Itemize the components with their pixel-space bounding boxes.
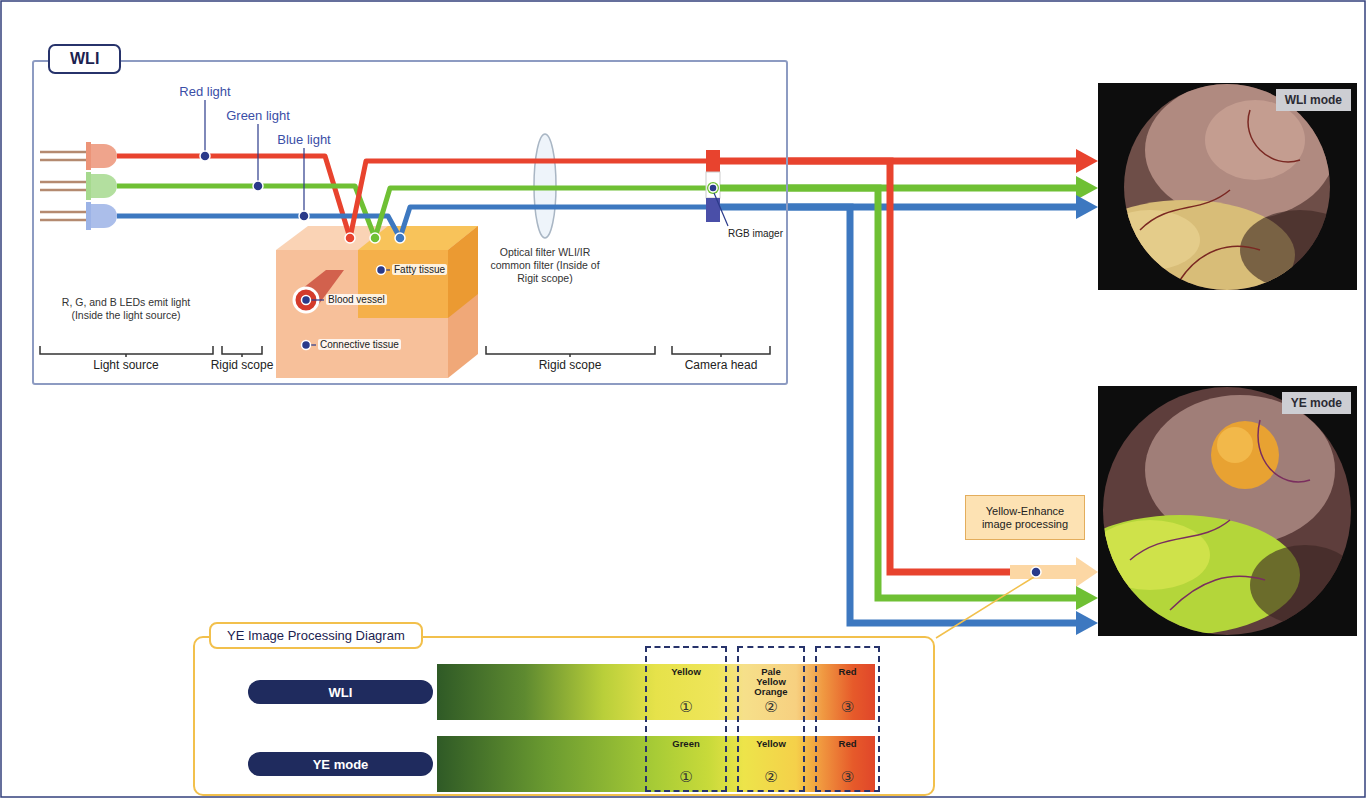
callout-leader <box>936 577 1034 638</box>
callout-number: ② <box>739 768 803 786</box>
color-range: Yellow ① Green ① <box>645 646 727 792</box>
callout-number: ① <box>647 768 725 786</box>
endoscope-image: YE mode <box>1098 386 1357 636</box>
color-name: Yellow <box>739 739 803 749</box>
led-symbols <box>40 142 117 230</box>
callout-number: ③ <box>817 768 878 786</box>
row-name: YE mode <box>313 757 369 772</box>
arrow-head <box>1076 586 1098 610</box>
tissue-label: Fatty tissue <box>392 264 447 275</box>
tissue-label: Connective tissue <box>318 339 401 350</box>
light-label: Blue light <box>264 132 344 147</box>
callout-dot <box>1031 567 1041 577</box>
callout-number: ① <box>647 698 725 716</box>
rgb-imager <box>706 150 720 222</box>
light-label: Green light <box>213 108 303 123</box>
arrow-head <box>1076 176 1098 200</box>
row-label: YE mode <box>248 752 433 776</box>
leader-lines <box>205 100 728 345</box>
light-paths <box>117 156 706 238</box>
frame-heading: WLI <box>48 44 121 74</box>
output-lines <box>720 161 788 207</box>
mode-label: YE mode <box>1282 392 1351 414</box>
system-frame: WLI <box>32 60 788 385</box>
arrow-line <box>1010 565 1076 579</box>
ye-photo <box>1060 386 1360 636</box>
section-label: Rigid scope <box>530 358 610 372</box>
color-name: Red <box>817 667 878 677</box>
color-name: Red <box>817 739 878 749</box>
hit-dots <box>345 233 405 243</box>
panel-heading: YE Image Processing Diagram <box>209 622 423 649</box>
light-label: Red light <box>165 84 245 99</box>
color-name: Pale Yellow Orange <box>739 667 803 697</box>
row-name: WLI <box>329 685 353 700</box>
section-label: Light source <box>66 358 186 372</box>
leader-dots <box>200 151 717 350</box>
signal-arrow <box>788 161 1098 587</box>
signal-arrow <box>788 207 1098 635</box>
part-label: Optical filter WLI/IR common filter (Ins… <box>480 246 610 285</box>
signal-arrow <box>788 188 1098 610</box>
color-name: Green <box>647 739 725 749</box>
brackets <box>40 346 770 357</box>
gradient-bars <box>437 664 875 792</box>
arrow-head <box>1076 611 1098 635</box>
arrow-head <box>1076 149 1098 173</box>
wli-photo <box>1075 80 1360 310</box>
callout-number: ③ <box>817 698 878 716</box>
process-box: Yellow-Enhance image processing <box>965 495 1085 540</box>
row-label: WLI <box>248 680 433 704</box>
color-name: Yellow <box>647 667 725 677</box>
arrow-head <box>1076 557 1098 587</box>
arrow-line <box>788 207 1076 623</box>
diagram-panel: YE Image Processing DiagramWLIYE modeYel… <box>193 636 935 796</box>
section-label: Rigid scope <box>202 358 282 372</box>
callout-number: ② <box>739 698 803 716</box>
color-range: Red ③ Red ③ <box>815 646 880 792</box>
tissue-label: Blood vessel <box>326 294 387 305</box>
color-range: Pale Yellow Orange②Yellow② <box>737 646 805 792</box>
endoscope-image: WLI mode <box>1098 83 1357 290</box>
note-label: R, G, and B LEDs emit light (Inside the … <box>56 296 196 322</box>
mode-label: WLI mode <box>1276 89 1351 111</box>
arrow-head <box>1076 195 1098 219</box>
tissue-block <box>276 226 478 378</box>
process-label: Yellow-Enhance image processing <box>978 505 1072 531</box>
section-label: Camera head <box>671 358 771 372</box>
part-label: RGB imager <box>728 228 783 239</box>
